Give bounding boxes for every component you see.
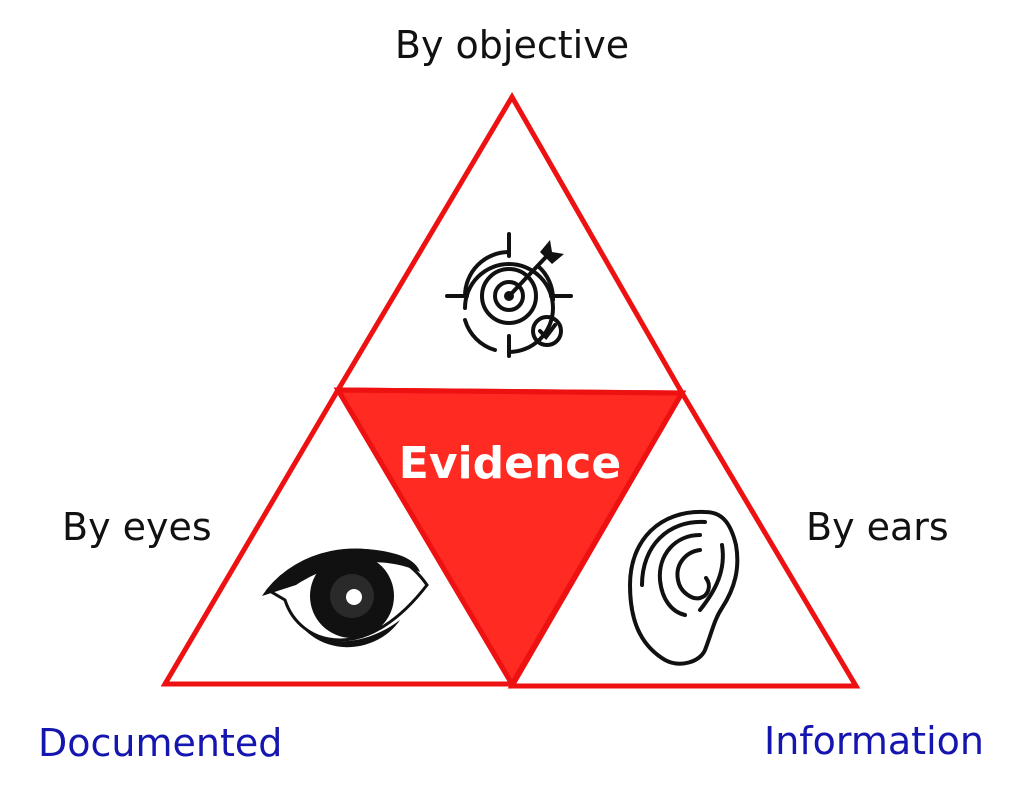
label-documented: Documented bbox=[38, 721, 283, 765]
eye-icon bbox=[262, 548, 429, 648]
target-arrow-check-icon bbox=[445, 232, 573, 358]
center-triangle bbox=[333, 387, 687, 689]
label-evidence: Evidence bbox=[398, 438, 622, 489]
right-triangle bbox=[507, 388, 861, 689]
label-by-objective: By objective bbox=[394, 23, 630, 67]
label-information: Information bbox=[764, 719, 984, 763]
ear-icon bbox=[627, 509, 740, 666]
label-by-ears: By ears bbox=[806, 505, 949, 549]
top-triangle bbox=[333, 92, 687, 396]
left-triangle bbox=[160, 385, 517, 687]
label-by-eyes: By eyes bbox=[62, 505, 212, 549]
